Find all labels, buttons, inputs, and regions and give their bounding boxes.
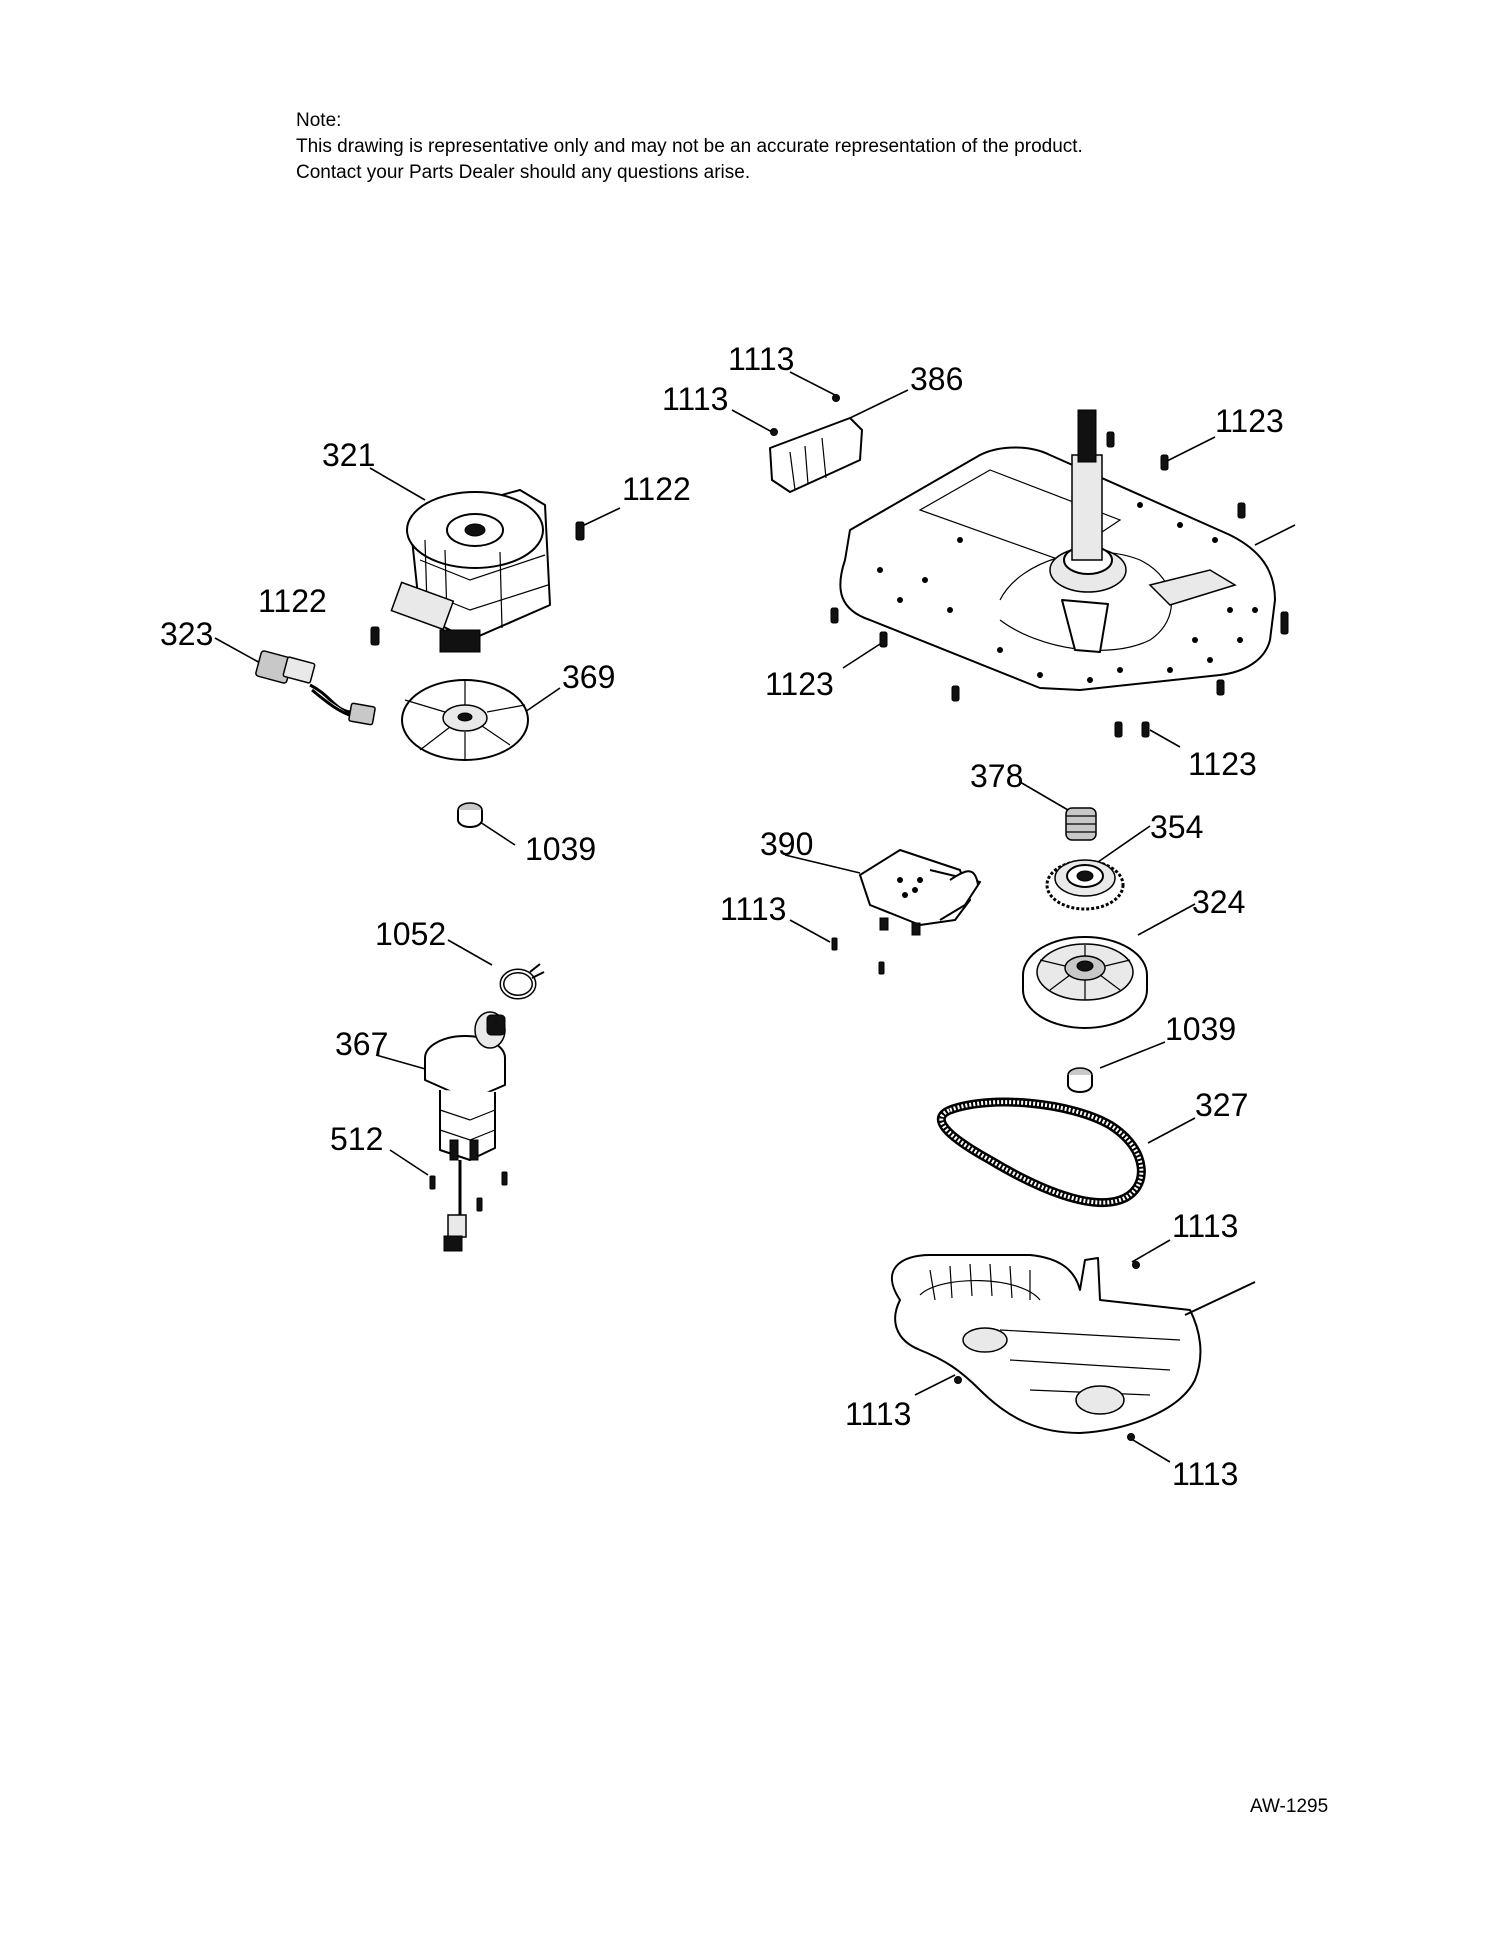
motor-fan-pulley-part	[401, 679, 529, 761]
cover-screws-part	[770, 394, 840, 436]
drawing-number: AW-1295	[1250, 1796, 1329, 1817]
hose-clamp-part	[499, 963, 545, 1000]
callout-1039-a: 1039	[525, 831, 596, 867]
callout-321: 321	[322, 437, 375, 473]
callout-1122-b: 1122	[258, 583, 327, 619]
lid-switch-part	[859, 849, 981, 936]
callout-386: 386	[910, 361, 963, 397]
callout-1123-c: 1123	[1188, 746, 1257, 782]
note-line-1: This drawing is representative only and …	[296, 136, 1083, 157]
drive-belt-part	[936, 1097, 1146, 1208]
switch-screws-part	[831, 937, 885, 975]
callout-324: 324	[1192, 884, 1245, 920]
callout-323: 323	[160, 616, 213, 652]
callout-1113-e: 1113	[845, 1396, 911, 1432]
callout-367: 367	[335, 1026, 388, 1062]
callout-390: 390	[760, 826, 813, 862]
note-heading: Note:	[296, 110, 342, 131]
leader-lines	[214, 371, 1216, 1463]
drive-motor-part	[390, 489, 551, 653]
callout-1113-top-1: 1113	[728, 341, 794, 377]
callout-512: 512	[330, 1121, 383, 1157]
callout-labels: 1113 1113 386 1123 321 1122 1122 323 369…	[160, 341, 1284, 1492]
callout-354: 354	[1150, 809, 1203, 845]
callout-1039-b: 1039	[1165, 1011, 1236, 1047]
wire-connector-part	[255, 650, 376, 726]
callout-1122-a: 1122	[622, 471, 691, 507]
note-line-2: Contact your Parts Dealer should any que…	[296, 162, 751, 183]
callout-378: 378	[970, 758, 1023, 794]
nut-1039-b-part	[1067, 1067, 1093, 1093]
callout-1123-b: 1123	[765, 666, 834, 702]
callout-327: 327	[1195, 1087, 1248, 1123]
callout-369: 369	[562, 659, 615, 695]
drain-pump-part	[424, 1011, 506, 1252]
disclaimer-note: Note: This drawing is representative onl…	[296, 108, 1083, 186]
screw-1122-b-part	[370, 626, 380, 646]
nut-1039-a-part	[457, 802, 483, 828]
transmission-mounting-plate-part	[839, 409, 1276, 691]
cover-bracket-part	[769, 417, 863, 493]
spring-part	[1065, 807, 1097, 841]
screw-1122-a-part	[575, 521, 585, 541]
pulley-shroud-part	[890, 1254, 1256, 1434]
callout-1123-a: 1123	[1215, 403, 1284, 439]
shroud-screws-part	[954, 1261, 1140, 1441]
callout-1052: 1052	[375, 916, 446, 952]
clutch-gear-part	[1045, 859, 1125, 911]
callout-1113-c: 1113	[720, 891, 786, 927]
pump-screws-part	[429, 1171, 508, 1212]
callout-1113-top-2: 1113	[662, 381, 728, 417]
drive-pulley-part	[1022, 936, 1148, 1029]
plate-screws-part	[830, 431, 1289, 738]
callout-1113-d: 1113	[1172, 1208, 1238, 1244]
callout-1113-f: 1113	[1172, 1456, 1238, 1492]
